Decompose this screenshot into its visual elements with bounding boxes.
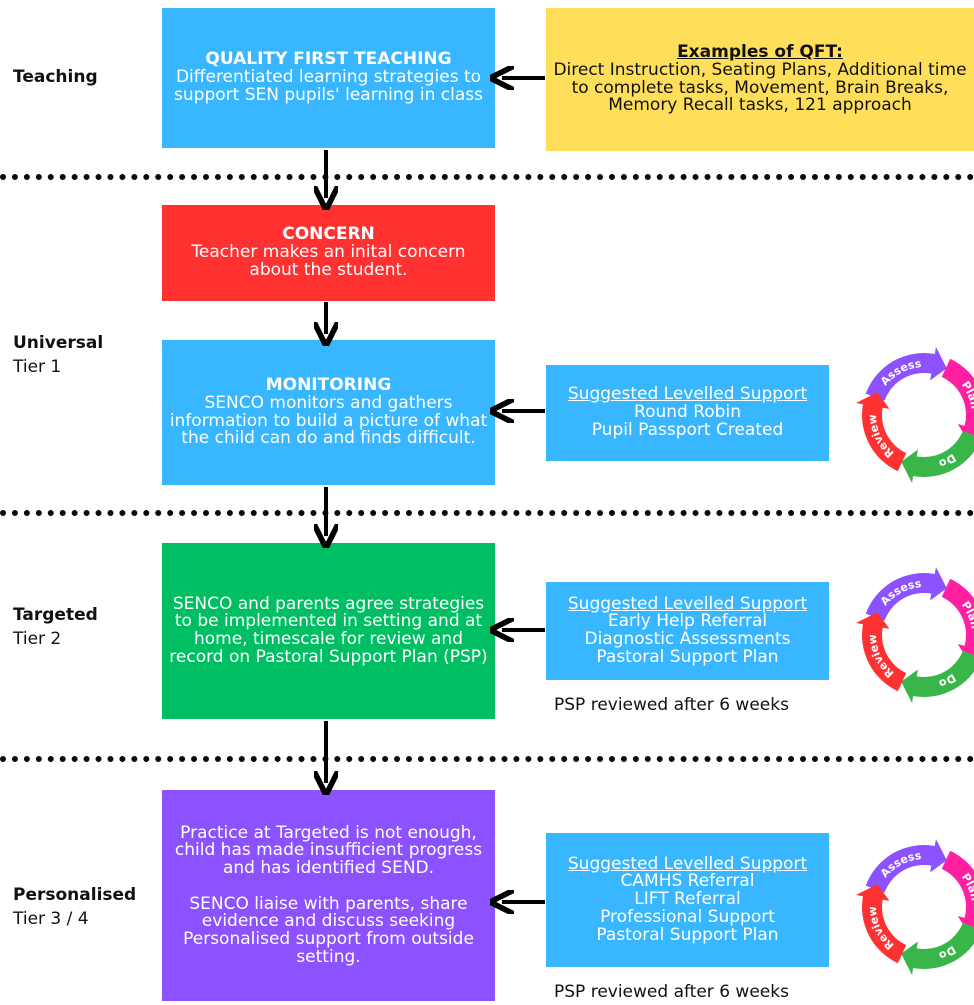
box-body: Differentiated learning strategies to su… [174, 67, 483, 105]
support-item: CAMHS Referral [620, 871, 755, 892]
tier-title: Personalised [13, 885, 137, 905]
box-body: Practice at Targeted is not enough, chil… [174, 822, 483, 878]
targeted-box: SENCO and parents agree strategies to be… [162, 543, 495, 719]
support-heading: Suggested Levelled Support [567, 384, 808, 405]
box-body: SENCO monitors and gathers information t… [169, 392, 488, 449]
tier-subtitle: Tier 1 [13, 356, 62, 377]
cycle-plan-arrow [941, 358, 974, 442]
cycle-assess-arrow [865, 347, 947, 401]
monitoring-box: MONITORING SENCO monitors and gathers in… [162, 340, 495, 485]
divider [0, 510, 974, 516]
support-item: Round Robin [634, 402, 741, 423]
qft-examples-box: Examples of QFT: Direct Instruction, Sea… [546, 8, 974, 151]
tier-teaching: Teaching [13, 66, 98, 90]
review-note: PSP reviewed after 6 weeks [554, 695, 789, 715]
assess-plan-do-review-cycle: AssessPlanDoReview [856, 347, 974, 483]
support-item: Early Help Referral [607, 611, 768, 632]
tier-title: Targeted [13, 605, 98, 625]
universal-support-box: Suggested Levelled Support Round Robin P… [546, 365, 829, 461]
box-title: Examples of QFT: [677, 42, 843, 63]
cycle-review-arrow [856, 392, 907, 472]
cycle-do-arrow [901, 922, 974, 975]
tier-universal: Universal Tier 1 [13, 332, 103, 380]
box-title: CONCERN [282, 224, 375, 245]
targeted-support-box: Suggested Levelled Support Early Help Re… [546, 582, 829, 680]
box-body: SENCO and parents agree strategies to be… [169, 593, 488, 667]
review-note: PSP reviewed after 6 weeks [554, 982, 789, 1002]
support-item: Professional Support [600, 906, 775, 927]
tier-title: Teaching [13, 67, 98, 87]
cycle-do-arrow [901, 430, 974, 483]
personalised-box: Practice at Targeted is not enough, chil… [162, 790, 495, 1001]
tier-personalised: Personalised Tier 3 / 4 [13, 884, 136, 932]
divider [0, 174, 974, 180]
concern-box: CONCERN Teacher makes an inital concern … [162, 205, 495, 301]
cycle-review-arrow [856, 612, 907, 692]
tier-targeted: Targeted Tier 2 [13, 604, 98, 652]
assess-plan-do-review-cycle: AssessPlanDoReview [856, 567, 974, 703]
cycle-review-arrow [856, 884, 907, 964]
cycle-plan-arrow [941, 850, 974, 934]
tier-subtitle: Tier 2 [13, 628, 62, 649]
cycle-do-arrow [901, 650, 974, 703]
cycle-assess-arrow [865, 567, 947, 621]
assess-plan-do-review-cycle: AssessPlanDoReview [856, 839, 974, 975]
support-heading: Suggested Levelled Support [567, 593, 808, 614]
support-item: Pastoral Support Plan [596, 924, 779, 945]
support-item: Pupil Passport Created [591, 419, 784, 440]
box-body: SENCO liaise with parents, share evidenc… [183, 893, 474, 967]
box-body: Direct Instruction, Seating Plans, Addit… [553, 59, 967, 116]
support-item: LIFT Referral [634, 889, 741, 910]
box-title: QUALITY FIRST TEACHING [205, 49, 452, 70]
personalised-support-box: Suggested Levelled Support CAMHS Referra… [546, 833, 829, 967]
box-title: MONITORING [265, 375, 392, 396]
cycle-assess-arrow [865, 839, 947, 893]
support-item: Pastoral Support Plan [596, 646, 779, 667]
cycle-plan-arrow [941, 578, 974, 662]
divider [0, 756, 974, 762]
box-body: Teacher makes an inital concern about th… [191, 242, 466, 280]
tier-subtitle: Tier 3 / 4 [13, 908, 89, 929]
quality-first-teaching-box: QUALITY FIRST TEACHING Differentiated le… [162, 8, 495, 148]
tier-title: Universal [13, 333, 104, 353]
support-item: Diagnostic Assessments [584, 629, 791, 649]
support-heading: Suggested Levelled Support [567, 853, 808, 874]
